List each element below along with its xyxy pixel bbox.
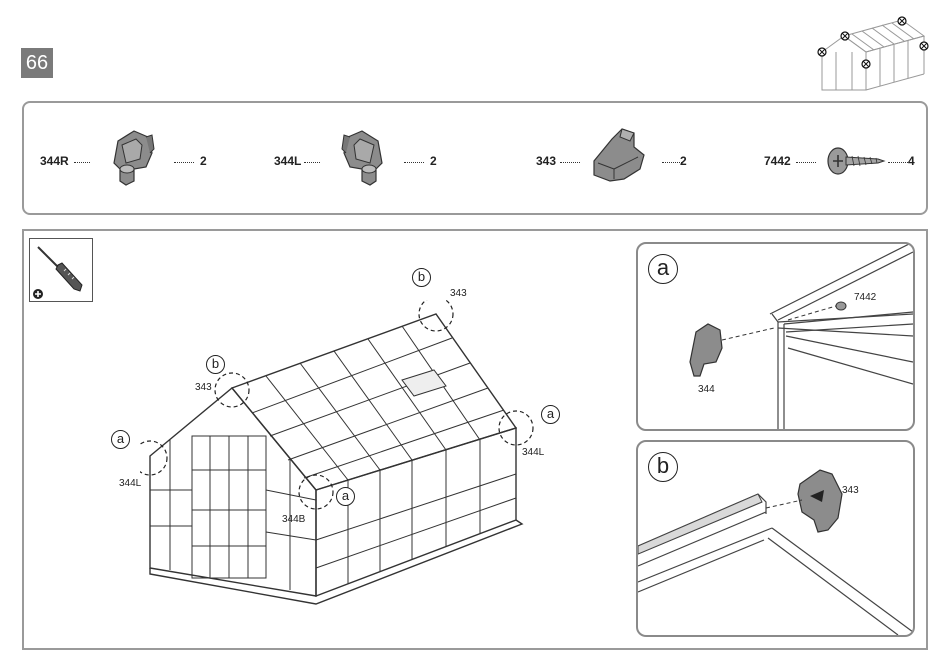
parts-list: 344R 2 344L 2 343 2 xyxy=(22,101,928,215)
callout-part-label: 344L xyxy=(119,478,141,489)
greenhouse-illustration xyxy=(140,300,540,610)
callout-part-label: 343 xyxy=(195,382,212,393)
callout-a-front: a xyxy=(336,487,355,506)
part-code: 344R xyxy=(40,154,69,168)
ridge-cap-icon xyxy=(584,123,654,193)
screw-icon xyxy=(822,123,892,193)
callout-a-right: a xyxy=(541,405,560,424)
detail-a-screw-label: 7442 xyxy=(854,292,876,303)
corner-cap-left-icon xyxy=(326,123,396,193)
part-code: 344L xyxy=(274,154,301,168)
detail-a-panel: a 344 7442 xyxy=(636,242,915,431)
detail-a-drawing xyxy=(638,244,913,429)
part-qty: 2 xyxy=(200,154,207,168)
callout-b-ridge-right: b xyxy=(412,268,431,287)
page-number: 66 xyxy=(21,48,53,78)
callout-b-ridge-left: b xyxy=(206,355,225,374)
callout-part-label: 344B xyxy=(282,514,305,525)
part-qty: 2 xyxy=(680,154,687,168)
part-qty: 2 xyxy=(430,154,437,168)
greenhouse-thumbnail-icon xyxy=(812,14,932,94)
detail-b-drawing xyxy=(638,442,913,635)
detail-a-part-label: 344 xyxy=(698,384,715,395)
corner-cap-right-icon xyxy=(100,123,170,193)
callout-part-label: 344L xyxy=(522,447,544,458)
callout-part-label: 343 xyxy=(450,288,467,299)
part-code: 343 xyxy=(536,154,556,168)
callout-a-left: a xyxy=(111,430,130,449)
part-code: 7442 xyxy=(764,154,791,168)
tool-box xyxy=(29,238,93,302)
detail-b-part-label: 343 xyxy=(842,485,859,496)
detail-b-panel: b 343 xyxy=(636,440,915,637)
screwdriver-icon xyxy=(30,239,92,301)
part-qty: 4 xyxy=(908,154,915,168)
